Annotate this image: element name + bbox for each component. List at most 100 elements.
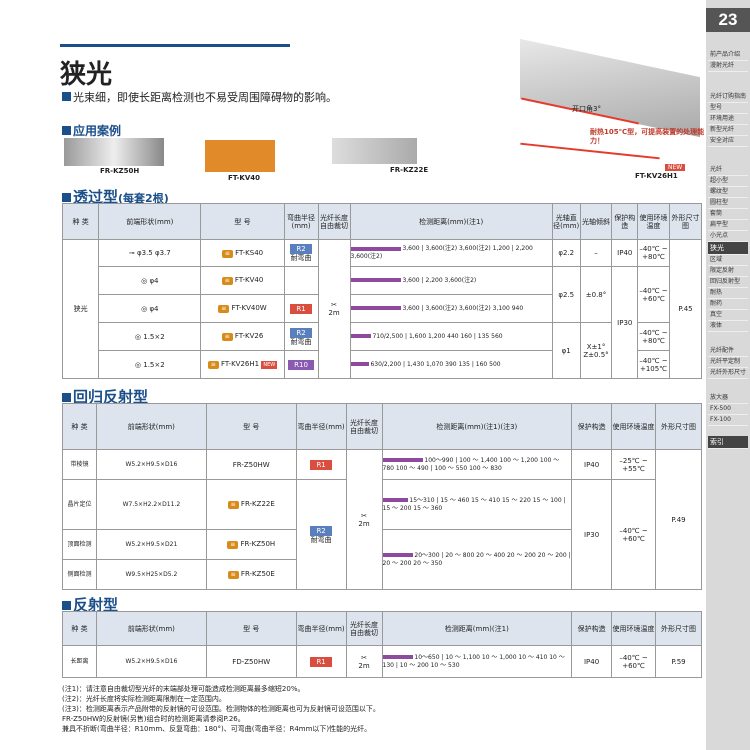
dim-cell: P.49: [655, 449, 702, 590]
sidebar-item-index[interactable]: 索引: [708, 436, 748, 449]
fiber-cell: ✂2m: [345, 449, 383, 590]
sidebar-item[interactable]: 耐热: [708, 288, 748, 299]
col-dim: 外形尺寸图: [655, 403, 702, 450]
col-dist: 检测距离(mm)(注1): [381, 611, 573, 646]
sidebar-item[interactable]: 耐药: [708, 299, 748, 310]
sidebar-item[interactable]: 螺纹型: [708, 187, 748, 198]
sidebar-item[interactable]: 液体: [708, 321, 748, 332]
sidebar-item[interactable]: 光纤: [708, 165, 748, 176]
sidebar-item[interactable]: 光纤平定制: [708, 357, 748, 368]
bend-cell: R1: [283, 294, 319, 323]
section-thru: 透过型(每套2根): [62, 186, 169, 207]
col-dist: 检测距离(mm)(注1)(注3): [381, 403, 573, 450]
sidebar-item[interactable]: 小光点: [708, 231, 748, 242]
shape-cell: ◎ φ4: [98, 266, 202, 295]
sidebar-item[interactable]: FX-100: [708, 415, 748, 426]
kind-cell: 侧面检测: [62, 559, 97, 590]
shape-cell: ⊸ φ3.5 φ3.7: [98, 239, 202, 267]
footnotes: (注1)：请注意自由裁切型光纤的末端部处理可能造成检测距离最多缩短20%。 (注…: [62, 684, 702, 734]
sidebar-item[interactable]: 光纤订购指南: [708, 92, 748, 103]
col-kind: 种 类: [61, 203, 100, 240]
sidebar-nav: 前产品介绍 漫射光纤 光纤订购指南 型号 环境用途 新型光纤 安全对应 光纤 超…: [708, 50, 748, 449]
sidebar-item[interactable]: 光纤外形尺寸: [708, 368, 748, 379]
table-row: 顶面检测 W5.2×H9.5×D21 ≡ FR-KZ50H 20～300 | 2…: [62, 529, 702, 590]
sidebar-item[interactable]: FX-500: [708, 404, 748, 415]
dim-cell: P.59: [655, 645, 702, 678]
note-3: (注3)：检测距离表示产品附带的反射镜的可设范围。检测物体的检测距离也可为反射镜…: [62, 705, 380, 713]
shape-cell: W5.2×H9.5×D16: [95, 449, 207, 480]
table-row: 长距离 W5.2×H9.5×D16 FD-Z50HW R1 ✂2m 10～650…: [62, 645, 702, 678]
sidebar-item[interactable]: 前产品介绍: [708, 50, 748, 61]
page-title: 狭光: [60, 60, 113, 90]
temp-cell: –40℃ ~ +105℃: [637, 350, 670, 379]
model-cell: ≡ FT-KV26: [200, 322, 285, 351]
note-2: (注2)：光纤长度将实际检测距离限制在一定范围内。: [62, 695, 226, 703]
table-row: ◎ φ4 ≡ FT-KV40W R1 3,600 | 3,600(注2) 3,6…: [63, 294, 702, 323]
dist-cell: 10～650 | 10 ～ 1,100 10 ～ 1,000 10 ～ 410 …: [381, 645, 573, 678]
col-prot: 保护构造: [571, 403, 613, 450]
sidebar-item[interactable]: 扁平型: [708, 220, 748, 231]
col-shape: 前端形状(mm): [98, 203, 202, 240]
model-cell: ≡ FR-KZ50H: [205, 529, 297, 560]
sidebar-item[interactable]: 放大器: [708, 393, 748, 404]
bullet-icon: [62, 126, 71, 135]
description: 光束细，即使长距离检测也不易受周围障碍物的影响。: [62, 90, 392, 106]
table-row: 带棱镜 W5.2×H9.5×D16 FR-Z50HW R1 ✂2m 100～99…: [62, 449, 702, 590]
thru-table: 种 类 前端形状(mm) 型 号 弯曲半径(mm) 光纤长度自由裁切 检测距离(…: [61, 203, 703, 379]
col-fiber: 光纤长度自由裁切: [345, 611, 383, 646]
col-temp: 使用环境温度: [611, 611, 656, 646]
sidebar-item[interactable]: 环境用途: [708, 114, 748, 125]
table-row: ◎ 1.5×2 ≡ FT-KV26H1 NEW R10 630/2,200 | …: [63, 350, 702, 379]
main-content: 狭光 光束细，即使长距离检测也不易受周围障碍物的影响。 应用案例 FR-KZ50…: [60, 38, 704, 734]
sidebar-item[interactable]: 型号: [708, 103, 748, 114]
dist-cell: 3,600 | 3,600(注2) 3,600(注2) 1,200 | 2,20…: [349, 239, 553, 267]
sidebar-item[interactable]: 安全对应: [708, 136, 748, 147]
temp-cell: –40℃ ~ +60℃: [611, 645, 656, 678]
prot-cell: IP30: [611, 266, 639, 379]
dist-cell: 3,600 | 2,200 3,600(注2): [349, 266, 553, 295]
model-cell: FD-Z50HW: [205, 645, 297, 678]
sidebar-item[interactable]: 漫射光纤: [708, 61, 748, 72]
prot-cell: IP40: [571, 645, 613, 678]
axis-cell: φ2.2: [551, 239, 581, 267]
description-text: 光束细，即使长距离检测也不易受周围障碍物的影响。: [73, 91, 337, 104]
col-fiber: 光纤长度自由裁切: [345, 403, 383, 450]
dist-bar: [350, 246, 401, 251]
shape-cell: ◎ φ4: [98, 294, 202, 323]
col-model: 型 号: [200, 203, 285, 240]
sidebar-item[interactable]: 区域: [708, 255, 748, 266]
col-model: 型 号: [205, 403, 297, 450]
col-bend: 弯曲半径(mm): [295, 403, 347, 450]
sidebar-item[interactable]: 圆柱型: [708, 198, 748, 209]
dist-cell: 3,600 | 3,600(注2) 3,600(注2) 3,100 940: [349, 294, 553, 323]
right-sidebar: 23 前产品介绍 漫射光纤 光纤订购指南 型号 环境用途 新型光纤 安全对应 光…: [706, 0, 750, 750]
prot-cell: IP30: [571, 479, 613, 590]
app-examples-title: 应用案例: [62, 122, 121, 139]
kind-cell: 晶片定位: [62, 479, 97, 530]
sidebar-item[interactable]: 回归反射型: [708, 277, 748, 288]
sidebar-item[interactable]: 光纤配件: [708, 346, 748, 357]
sidebar-item-active[interactable]: 狭光: [708, 242, 748, 255]
shape-cell: W5.2×H9.5×D21: [95, 529, 207, 560]
bend-cell: R1: [295, 645, 347, 678]
kind-cell: 狭光: [61, 239, 100, 379]
heat-note: 耐热105℃型，可提高装置的处理能力！: [590, 128, 705, 145]
sidebar-item[interactable]: 超小型: [708, 176, 748, 187]
temp-cell: –25℃ ~ +55℃: [611, 449, 657, 480]
example-caption-4: FT-KV26H1: [635, 172, 678, 180]
sidebar-item[interactable]: 套筒: [708, 209, 748, 220]
sidebar-item[interactable]: 真空: [708, 310, 748, 321]
note-5: 兼具不折断(弯曲半径：R10mm、反复弯曲：180°)、可弯曲(弯曲半径：R4m…: [62, 725, 372, 733]
angle-note: 开口角3°: [572, 105, 601, 113]
table-row: ◎ φ4 ≡ FT-KV40 3,600 | 2,200 3,600(注2) φ…: [63, 266, 702, 379]
diff-table: 种 类 前端形状(mm) 型 号 弯曲半径(mm) 光纤长度自由裁切 检测距离(…: [62, 611, 702, 678]
sidebar-item[interactable]: 新型光纤: [708, 125, 748, 136]
model-cell: ≡ FT-KV40: [200, 266, 285, 295]
model-cell: FR-Z50HW: [205, 449, 297, 480]
kind-cell: 带棱镜: [62, 449, 97, 480]
example-image-1: [64, 138, 164, 166]
sidebar-item[interactable]: 限定反射: [708, 266, 748, 277]
col-dist: 检测距离(mm)(注1): [349, 203, 553, 240]
dist-cell: 630/2,200 | 1,430 1,070 390 135 | 160 50…: [349, 350, 553, 379]
